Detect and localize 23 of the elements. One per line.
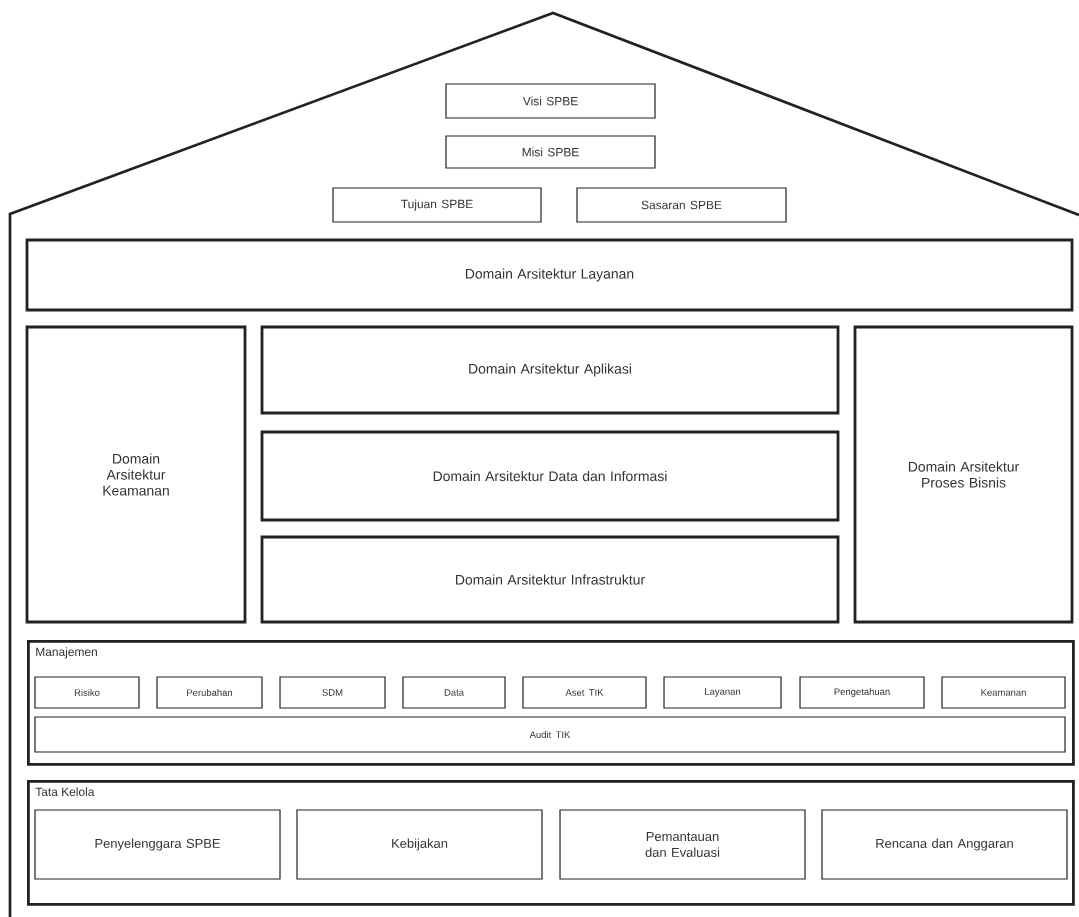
label-box: Audit TIK bbox=[34, 716, 1066, 753]
label-box: Penyelenggara SPBE bbox=[34, 809, 281, 880]
label-box: Data bbox=[402, 676, 506, 709]
label-box: Misi SPBE bbox=[445, 135, 656, 169]
label-box: Pengetahuan bbox=[799, 676, 925, 709]
label-box: Keamanan bbox=[941, 676, 1066, 709]
label-box: Rencana dan Anggaran bbox=[821, 809, 1068, 880]
domain-box: Domain Arsitektur Infrastruktur bbox=[260, 535, 840, 624]
domain-box: Domain Arsitektur Aplikasi bbox=[260, 325, 840, 415]
label-box: Aset TIK bbox=[522, 676, 647, 709]
label-box: SDM bbox=[279, 676, 386, 709]
label-box: Pemantauan dan Evaluasi bbox=[559, 809, 806, 880]
label-box: Perubahan bbox=[156, 676, 263, 709]
domain-box: Domain Arsitektur Layanan bbox=[25, 238, 1074, 312]
label-box: Risiko bbox=[34, 676, 140, 709]
domain-box: Domain Arsitektur Keamanan bbox=[25, 325, 247, 624]
label-box: Kebijakan bbox=[296, 809, 543, 880]
domain-box: Domain Arsitektur Proses Bisnis bbox=[853, 325, 1074, 624]
domain-box: Domain Arsitektur Data dan Informasi bbox=[260, 430, 840, 522]
label-box: Layanan bbox=[663, 676, 782, 709]
label-box: Visi SPBE bbox=[445, 83, 656, 119]
label-box: Sasaran SPBE bbox=[576, 187, 787, 223]
label-box: Tujuan SPBE bbox=[332, 187, 542, 223]
